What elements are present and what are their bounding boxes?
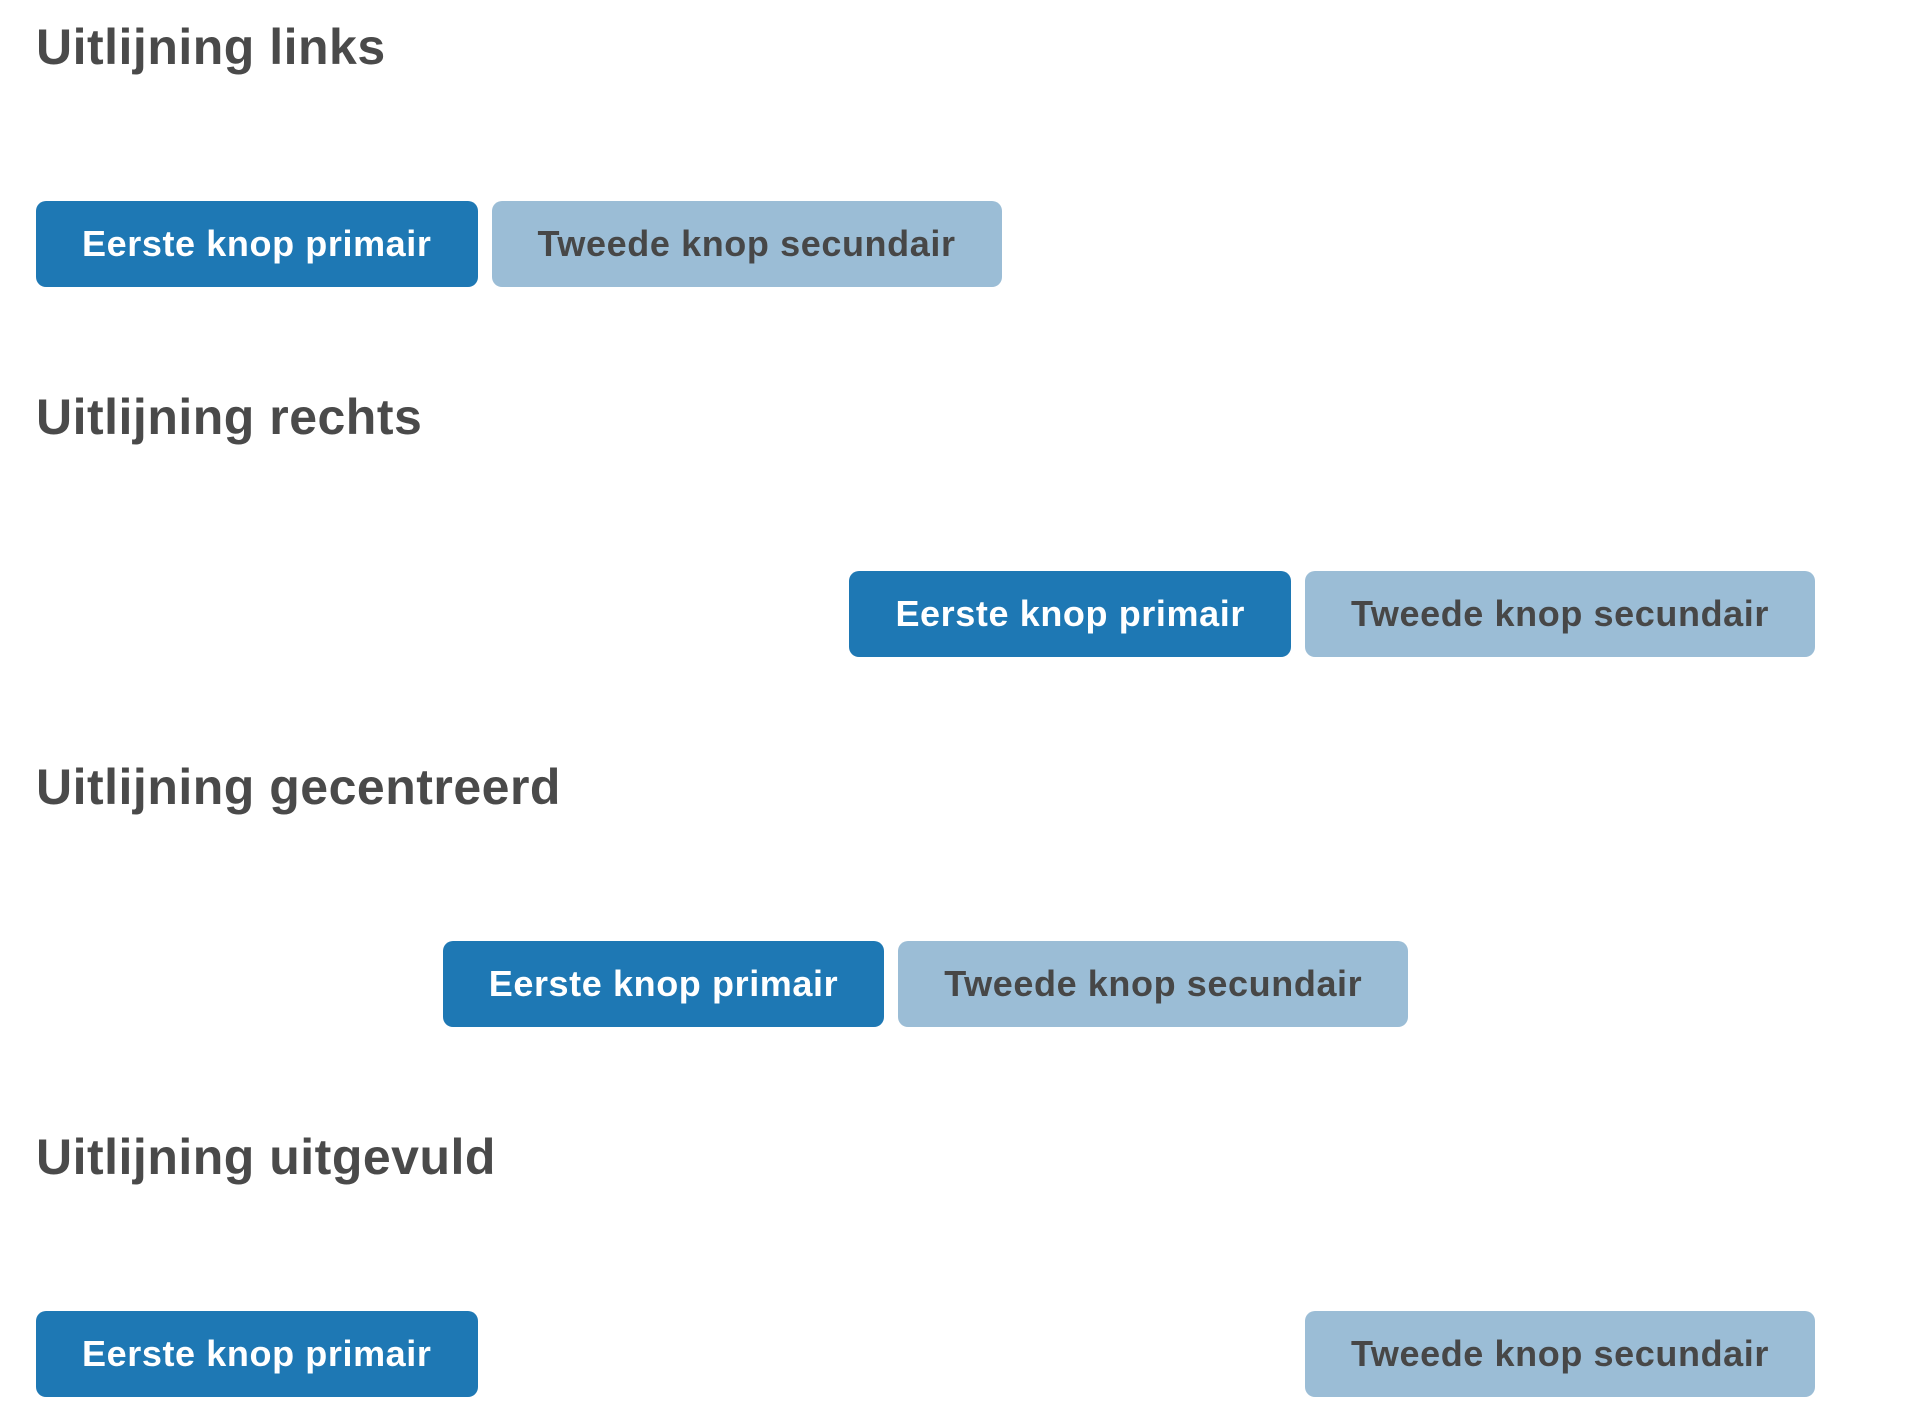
section-alignment-center: Uitlijning gecentreerd Eerste knop prima… (36, 757, 1815, 1027)
section-heading-center: Uitlijning gecentreerd (36, 759, 561, 815)
section-heading-justified: Uitlijning uitgevuld (36, 1129, 496, 1185)
section-heading-right: Uitlijning rechts (36, 389, 423, 445)
section-alignment-justified: Uitlijning uitgevuld Eerste knop primair… (36, 1127, 1815, 1397)
section-alignment-left: Uitlijning links Eerste knop primair Twe… (36, 17, 1815, 287)
button-row-justified: Eerste knop primair Tweede knop secundai… (36, 1311, 1815, 1397)
secondary-button[interactable]: Tweede knop secundair (898, 941, 1409, 1027)
secondary-button[interactable]: Tweede knop secundair (1304, 571, 1815, 657)
button-row-right: Eerste knop primair Tweede knop secundai… (36, 571, 1815, 657)
primary-button[interactable]: Eerste knop primair (849, 571, 1291, 657)
button-row-left: Eerste knop primair Tweede knop secundai… (36, 201, 1815, 287)
button-row-center: Eerste knop primair Tweede knop secundai… (36, 941, 1815, 1027)
section-heading-left: Uitlijning links (36, 19, 386, 75)
primary-button[interactable]: Eerste knop primair (36, 201, 478, 287)
section-alignment-right: Uitlijning rechts Eerste knop primair Tw… (36, 387, 1815, 657)
primary-button[interactable]: Eerste knop primair (36, 1311, 478, 1397)
primary-button[interactable]: Eerste knop primair (442, 941, 885, 1027)
secondary-button[interactable]: Tweede knop secundair (1304, 1311, 1815, 1397)
secondary-button[interactable]: Tweede knop secundair (491, 201, 1002, 287)
